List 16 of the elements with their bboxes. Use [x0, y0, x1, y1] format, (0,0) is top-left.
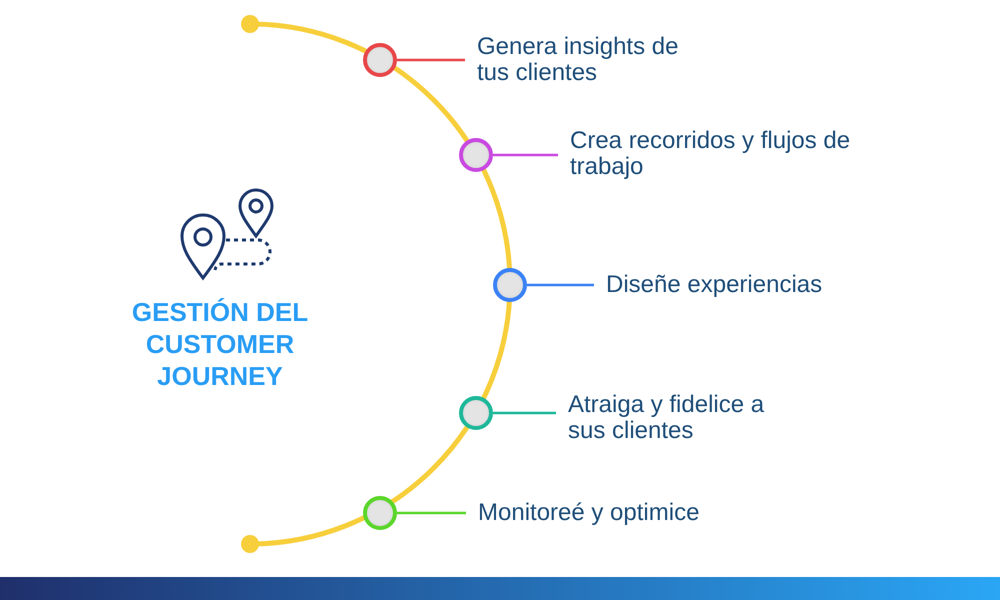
leader-line	[493, 412, 556, 414]
leader-line	[397, 58, 465, 62]
milestone-dot	[363, 43, 397, 77]
leader-line	[397, 512, 466, 514]
step-label: Diseñe experiencias	[594, 272, 906, 298]
leader-line	[527, 284, 594, 286]
milestone-dot	[363, 496, 397, 530]
leader-line	[493, 154, 558, 156]
heading: GESTIÓN DEL CUSTOMER JOURNEY	[130, 296, 310, 392]
milestone-dot	[459, 396, 493, 430]
milestone-dot	[459, 138, 493, 172]
step-label: Monitoreé y optimice	[466, 500, 778, 526]
step-label: Crea recorridos y flujos de trabajo	[558, 128, 880, 180]
step-label: Atraiga y fidelice a sus clientes	[556, 392, 788, 444]
milestone-dot	[493, 268, 527, 302]
step-label: Genera insights de tus clientes	[465, 34, 717, 86]
